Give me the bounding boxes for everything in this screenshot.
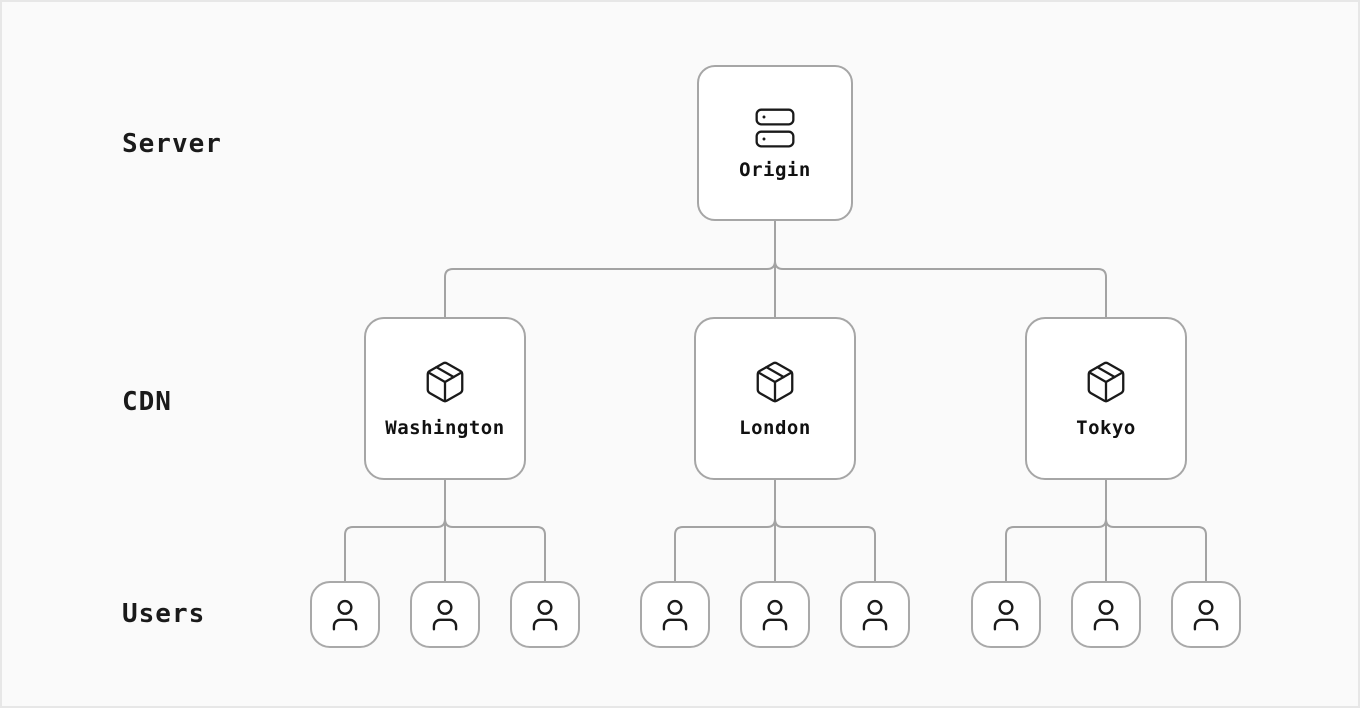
row-label-users: Users (122, 599, 206, 629)
cdn-node-label: Washington (385, 416, 505, 439)
cdn-node-london: London (694, 317, 856, 480)
user-icon (987, 596, 1025, 634)
user-node (310, 581, 380, 648)
edge-tokyo-user1 (1005, 480, 1107, 581)
user-icon (426, 596, 464, 634)
row-label-cdn: CDN (122, 387, 172, 417)
user-icon (1087, 596, 1125, 634)
user-icon (756, 596, 794, 634)
user-node (840, 581, 910, 648)
row-label-server: Server (122, 129, 222, 159)
edge-washington-user3 (444, 480, 546, 581)
user-icon (856, 596, 894, 634)
edge-tokyo-user3 (1105, 480, 1207, 581)
user-node (971, 581, 1041, 648)
user-node (410, 581, 480, 648)
user-node (1071, 581, 1141, 648)
edge-origin-washington (444, 221, 776, 317)
cdn-node-label: Tokyo (1076, 416, 1136, 439)
package-icon (1083, 359, 1129, 405)
server-icon (753, 106, 797, 150)
cdn-node-label: London (739, 416, 811, 439)
package-icon (422, 359, 468, 405)
edge-london-user1 (674, 480, 776, 581)
edge-london-user3 (774, 480, 876, 581)
origin-node-label: Origin (739, 158, 811, 181)
user-icon (326, 596, 364, 634)
user-node (510, 581, 580, 648)
user-icon (526, 596, 564, 634)
origin-server-node: Origin (697, 65, 853, 221)
edge-origin-tokyo (774, 221, 1107, 317)
user-icon (1187, 596, 1225, 634)
package-icon (752, 359, 798, 405)
cdn-node-tokyo: Tokyo (1025, 317, 1187, 480)
edge-washington-user1 (344, 480, 446, 581)
user-icon (656, 596, 694, 634)
user-node (640, 581, 710, 648)
user-node (740, 581, 810, 648)
cdn-node-washington: Washington (364, 317, 526, 480)
user-node (1171, 581, 1241, 648)
